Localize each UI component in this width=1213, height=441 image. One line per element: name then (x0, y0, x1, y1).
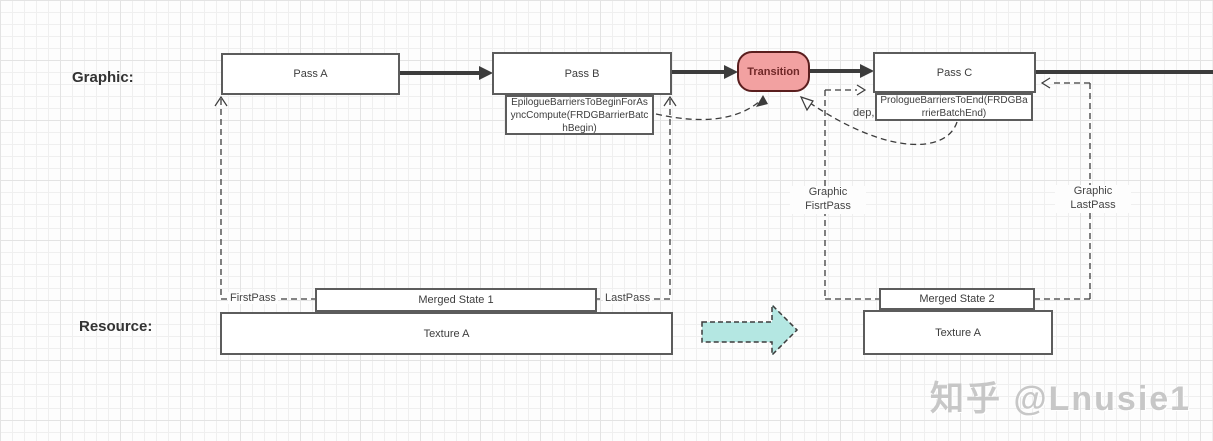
node-texture-a-right: Texture A (863, 310, 1053, 355)
open-arrowhead-passC-left-icon (856, 84, 867, 96)
arrowhead-epilogue-transition-icon (756, 95, 768, 107)
pass-c-label: Pass C (936, 66, 973, 79)
pass-a-label: Pass A (293, 68, 328, 80)
node-pass-c: Pass C (873, 52, 1036, 93)
curve-epilogue-transition (655, 99, 762, 121)
node-texture-a-left: Texture A (220, 312, 673, 355)
watermark: 知乎 @Lnusie1 (930, 380, 1192, 418)
node-pass-a: Pass A (221, 53, 400, 95)
transition-label: Transition (747, 65, 800, 78)
hollow-arrowhead-dep-icon (799, 95, 814, 112)
node-epilogue-note: EpilogueBarriersToBeginForAsyncCompute(F… (505, 95, 654, 135)
graphic-section-label: Graphic: (72, 69, 134, 86)
resource-section-label: Resource: (79, 318, 153, 335)
epilogue-note-label: EpilogueBarriersToBeginForAsyncCompute(F… (510, 96, 649, 134)
node-pass-b: Pass B (492, 52, 672, 95)
dashed-line-firstpass (220, 99, 315, 300)
arrowhead-passC-icon (860, 64, 874, 78)
node-merged-state-1: Merged State 1 (315, 288, 597, 312)
dep-edge-label: dep, (853, 107, 875, 119)
node-merged-state-2: Merged State 2 (879, 288, 1035, 310)
firstpass-edge-label: FirstPass (228, 292, 278, 304)
prologue-note-label: PrologueBarriersToEnd(FRDGBarrierBatchEn… (880, 95, 1028, 119)
open-arrowhead-passB-icon (663, 95, 677, 107)
graphic-firstpass-edge-label: Graphic FisrtPass (790, 186, 866, 214)
arrowhead-passB-icon (479, 66, 493, 80)
open-arrowhead-passC-right-icon (1040, 77, 1051, 89)
graphic-lastpass-edge-label: Graphic LastPass (1055, 185, 1131, 213)
node-prologue-note: PrologueBarriersToEnd(FRDGBarrierBatchEn… (875, 93, 1033, 121)
lastpass-edge-label: LastPass (603, 292, 653, 304)
open-arrowhead-passA-icon (214, 95, 228, 107)
arrowhead-transition-icon (724, 65, 738, 79)
node-transition: Transition (737, 51, 810, 92)
pass-b-label: Pass B (564, 67, 600, 80)
big-cyan-arrow-icon (701, 303, 799, 357)
merged-state-2-label: Merged State 2 (919, 293, 995, 305)
merged-state-1-label: Merged State 1 (418, 294, 494, 306)
texture-a-right-label: Texture A (935, 326, 981, 339)
texture-a-left-label: Texture A (423, 327, 470, 340)
